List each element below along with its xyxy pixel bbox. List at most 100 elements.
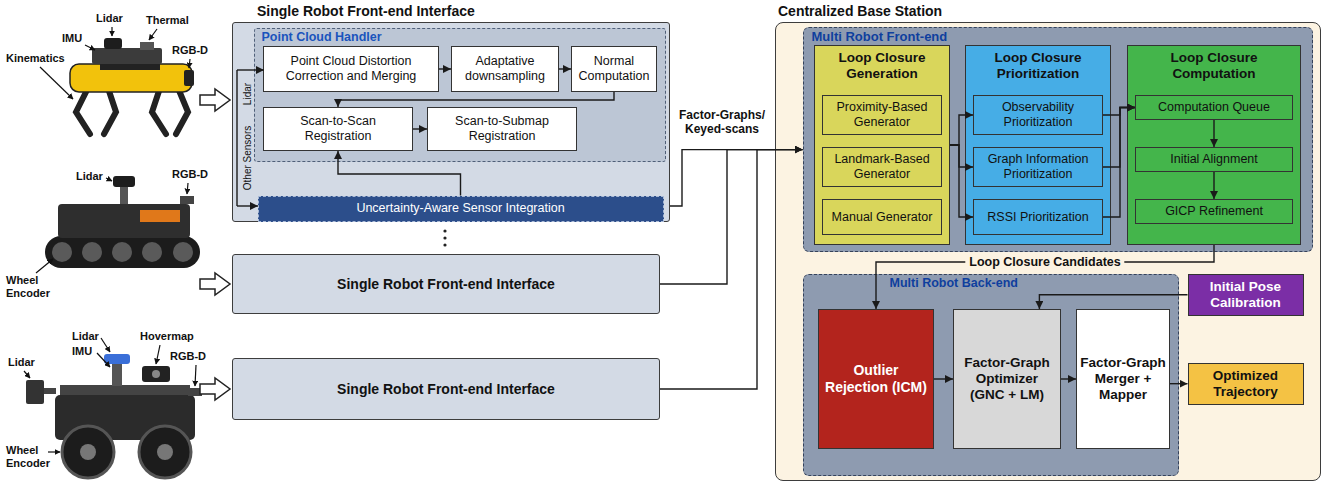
connector <box>950 115 973 145</box>
leader-line <box>85 45 95 50</box>
connector <box>1103 108 1135 218</box>
dot <box>443 229 446 232</box>
sensor-label: RGB-D <box>170 350 206 363</box>
connectors <box>338 69 1214 389</box>
stage-box: Proximity-Based GeneratorLandmark-Based … <box>814 45 950 245</box>
wheel-hub <box>80 444 96 460</box>
leader-line <box>36 259 53 273</box>
box-label: Normal Computation <box>576 54 652 84</box>
leader-line <box>149 29 157 40</box>
box-label: RSSI Prioritization <box>987 210 1088 225</box>
leader-line <box>111 27 112 36</box>
sensor-label: Kinematics <box>6 52 65 65</box>
process-box: Adaptative downsampling <box>451 46 559 92</box>
sensor-label: IMU <box>62 32 82 45</box>
box-label: Observability Prioritization <box>978 100 1098 130</box>
robot-body <box>58 204 190 238</box>
region-heading: Loop Closure Computation <box>1140 50 1288 82</box>
sensor-label: Lidar <box>8 356 35 369</box>
leader-line <box>189 59 190 68</box>
sensor-payload <box>92 48 162 64</box>
process-box: Point Cloud Distortion Correction and Me… <box>263 46 439 92</box>
region-heading: Loop Closure Generation <box>827 50 937 82</box>
process-box: Scan-to-Scan Registration <box>263 107 413 151</box>
box-label: Factor-Graph Optimizer (GNC + LM) <box>958 355 1056 404</box>
process-box: Graph Information Prioritization <box>973 147 1103 187</box>
region-heading: Centralized Base Station <box>778 3 942 20</box>
rgbd-camera <box>184 70 194 86</box>
leader-line <box>195 365 196 386</box>
robot-wheel <box>62 426 114 478</box>
leader-line <box>187 183 188 194</box>
leader-line <box>48 451 60 452</box>
connector <box>413 128 427 129</box>
signal-label: Lidar <box>242 83 253 105</box>
process-box: Scan-to-Submap Registration <box>427 107 577 151</box>
rgbd-camera <box>180 196 194 204</box>
robot-leg <box>76 88 90 134</box>
robot-leg <box>152 88 166 134</box>
box-label: Computation Queue <box>1158 100 1270 115</box>
sensor-line <box>237 205 258 206</box>
connector <box>660 150 803 389</box>
process-box: Proximity-Based Generator <box>822 95 942 135</box>
connector <box>934 378 953 379</box>
sensor-label: Wheel Encoder <box>6 274 58 300</box>
hollow-arrow <box>200 89 230 111</box>
sensor-label: IMU <box>72 345 92 358</box>
road-wheel <box>142 242 162 262</box>
robot-body <box>70 64 192 92</box>
box-label: GICP Refinement <box>1165 204 1263 219</box>
frontend-box: Single Robot Front-end Interface <box>232 254 660 314</box>
sensor-label: Lidar <box>76 170 103 183</box>
flow-label: Factor-Graphs/ Keyed-scans <box>670 108 774 137</box>
continuation-dots <box>443 229 446 246</box>
box-label: Factor-Graph Merger + Mapper <box>1080 355 1166 404</box>
box-label: Landmark-Based Generator <box>827 152 937 182</box>
process-box: Landmark-Based Generator <box>822 147 942 187</box>
region-heading: Single Robot Front-end Interface <box>257 3 475 20</box>
sensor-label: Thermal <box>146 14 189 27</box>
wheel-hub <box>157 444 173 460</box>
robot-leg <box>176 88 188 134</box>
process-box: Outlier Rejection (ICM) <box>818 309 934 449</box>
dot <box>443 236 446 239</box>
connector <box>439 68 451 69</box>
integration-bar: Uncertainty-Aware Sensor Integration <box>258 196 664 222</box>
sensor-bus <box>236 70 237 206</box>
connector <box>1039 295 1187 309</box>
connector <box>1103 108 1135 168</box>
process-box: Initial Alignment <box>1135 147 1293 172</box>
wheeled-robot <box>26 354 202 478</box>
robot-track <box>45 236 200 268</box>
box-label: Initial Alignment <box>1170 152 1258 167</box>
stage-box: Computation QueueInitial AlignmentGICP R… <box>1127 45 1301 245</box>
region-heading: Multi Robot Front-end <box>812 29 948 45</box>
input-box: Initial Pose Calibration <box>1188 274 1304 316</box>
region-heading: Point Cloud Handler <box>262 30 382 45</box>
connector <box>660 150 803 284</box>
hovermap-lens <box>152 370 160 378</box>
dot <box>443 243 446 246</box>
base-station-panel: Proximity-Based GeneratorLandmark-Based … <box>775 22 1321 481</box>
sensor-label: Lidar <box>72 330 99 343</box>
connector <box>876 245 1214 309</box>
connector <box>950 145 973 217</box>
lidar-sensor <box>104 38 122 49</box>
road-wheel <box>173 242 193 262</box>
box-label: Manual Generator <box>832 210 933 225</box>
robot-panel <box>140 210 180 222</box>
process-box: Computation Queue <box>1135 95 1293 120</box>
connector <box>1103 108 1135 116</box>
road-wheel <box>112 242 132 262</box>
connector <box>338 151 461 196</box>
edge-label: Loop Closure Candidates <box>965 255 1124 270</box>
process-box: Manual Generator <box>822 199 942 235</box>
sensor-mast <box>112 364 122 386</box>
signal-label: Other Sensors <box>242 126 253 190</box>
sensor-label: RGB-D <box>172 44 208 57</box>
lidar-sensor <box>104 354 130 364</box>
box-label: Graph Information Prioritization <box>978 152 1098 182</box>
